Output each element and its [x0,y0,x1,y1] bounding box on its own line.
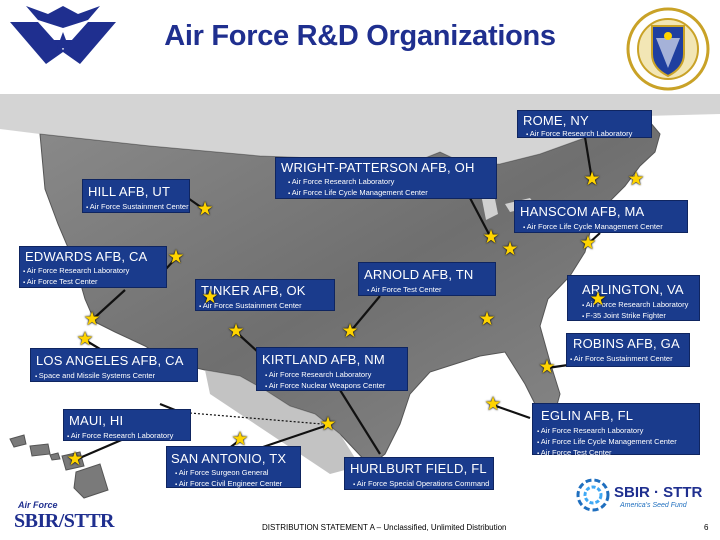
location-item: Air Force Test Center [23,277,129,288]
location-name: MAUI, HI [69,413,124,428]
location-wright-patterson-afb: WRIGHT-PATTERSON AFB, OH Air Force Resea… [275,157,497,199]
location-item: Air Force Sustainment Center [86,202,189,213]
location-hanscom-afb: HANSCOM AFB, MA Air Force Life Cycle Man… [514,200,688,233]
location-item: Air Force Sustainment Center [570,354,673,365]
star-icon: ★ [627,169,645,190]
location-item: Air Force Sustainment Center [199,301,302,312]
location-name: SAN ANTONIO, TX [171,451,287,466]
location-name: ARLINGTON, VA [582,282,684,297]
star-icon: ★ [484,394,502,415]
sbir-sttr-logo-name: SBIR · STTR [614,484,703,501]
location-item: Air Force Test Center [367,285,442,296]
star-icon: ★ [201,287,219,308]
star-icon: ★ [583,169,601,190]
location-item: Air Force Research Laboratory [288,177,428,188]
location-name: HURLBURT FIELD, FL [350,461,487,476]
star-icon: ★ [538,357,556,378]
location-san-antonio-tx: SAN ANTONIO, TX Air Force Surgeon Genera… [166,446,301,488]
location-item: F-35 Joint Strike Fighter [582,311,688,322]
location-name: HANSCOM AFB, MA [520,204,645,219]
star-icon: ★ [589,289,607,310]
star-icon: ★ [66,449,84,470]
location-item: Air Force Research Laboratory [67,431,174,442]
location-rome-ny: ROME, NY Air Force Research Laboratory [517,110,652,138]
star-icon: ★ [501,239,519,260]
page-number: 6 [704,523,709,532]
star-icon: ★ [83,309,101,330]
location-item: Air Force Life Cycle Management Center [537,437,677,448]
star-icon: ★ [341,321,359,342]
location-item: Air Force Test Center [537,448,677,459]
location-name: ROME, NY [523,113,589,128]
location-eglin-afb: EGLIN AFB, FL Air Force Research Laborat… [532,403,700,457]
location-arlington-va: ARLINGTON, VA Air Force Research Laborat… [567,275,700,321]
logo-text-sbir-sttr: SBIR/STTR [14,510,115,532]
location-tinker-afb: TINKER AFB, OK Air Force Sustainment Cen… [195,279,335,311]
location-item: Air Force Surgeon General [175,468,282,479]
location-name: LOS ANGELES AFB, CA [36,353,184,368]
location-hurlburt-field: HURLBURT FIELD, FL Air Force Special Ope… [344,457,494,490]
distribution-statement: DISTRIBUTION STATEMENT A – Unclassified,… [262,523,507,532]
star-icon: ★ [478,309,496,330]
star-icon: ★ [579,233,597,254]
location-item: Air Force Nuclear Weapons Center [265,381,386,392]
location-item: Air Force Life Cycle Management Center [523,222,663,233]
star-icon: ★ [76,329,94,350]
location-arnold-afb: ARNOLD AFB, TN Air Force Test Center [358,262,496,296]
location-name: EDWARDS AFB, CA [25,249,148,264]
logo-text-air-force: Air Force [18,500,58,510]
air-force-sbir-sttr-logo: Air Force SBIR/STTR [4,500,134,538]
page-title: Air Force R&D Organizations [164,20,556,52]
location-name: EGLIN AFB, FL [541,408,634,423]
sbir-sttr-logo-icon: SBIR · STTR America's Seed Fund [576,476,703,516]
location-item: Air Force Research Laboratory [23,266,130,277]
location-item: Air Force Research Laboratory [582,300,689,311]
location-kirtland-afb: KIRTLAND AFB, NM Air Force Research Labo… [256,347,408,391]
location-name: ROBINS AFB, GA [573,336,680,351]
location-item: Air Force Research Laboratory [526,129,633,140]
location-item: Air Force Life Cycle Management Center [288,188,428,199]
location-hill-afb: HILL AFB, UT Air Force Sustainment Cente… [82,179,190,213]
location-name: TINKER AFB, OK [201,283,306,298]
sbir-sttr-logo-tagline: America's Seed Fund [620,502,687,509]
location-maui-hi: MAUI, HI Air Force Research Laboratory [63,409,191,441]
afmc-shield-icon [626,6,710,97]
location-item: Air Force Civil Engineer Center [175,479,282,490]
location-edwards-afb: EDWARDS AFB, CA Air Force Research Labor… [19,246,167,288]
location-name: HILL AFB, UT [88,184,171,199]
star-icon: ★ [196,199,214,220]
star-icon: ★ [482,227,500,248]
star-icon: ★ [227,321,245,342]
location-item: Space and Missile Systems Center [35,371,155,382]
location-item: Air Force Research Laboratory [265,370,385,381]
location-item: Air Force Research Laboratory [537,426,677,437]
location-name: WRIGHT-PATTERSON AFB, OH [281,160,475,175]
location-name: ARNOLD AFB, TN [364,267,474,282]
location-name: KIRTLAND AFB, NM [262,352,385,367]
location-robins-afb: ROBINS AFB, GA Air Force Sustainment Cen… [566,333,690,367]
location-item: Air Force Special Operations Command [353,479,490,490]
location-los-angeles-afb: LOS ANGELES AFB, CA Space and Missile Sy… [30,348,198,382]
star-icon: ★ [319,414,337,435]
star-icon: ★ [167,247,185,268]
air-force-symbol-icon [8,4,118,73]
star-icon: ★ [231,429,249,450]
